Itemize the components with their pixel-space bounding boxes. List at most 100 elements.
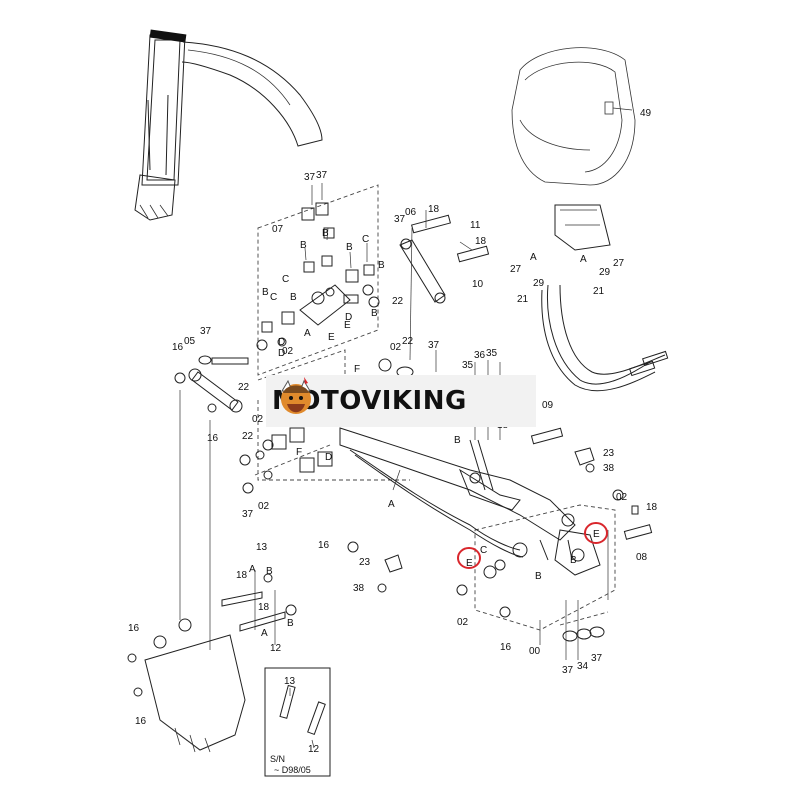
part-callout-label: 16 <box>128 623 140 634</box>
part-callout-label: B <box>322 228 329 239</box>
part-callout-label: 22 <box>392 296 404 307</box>
part-callout-label: 22 <box>242 431 254 442</box>
part-callout-label: B <box>454 435 461 446</box>
part-callout-label: 09 <box>542 400 554 411</box>
part-callout-label: D <box>325 452 332 463</box>
part-callout-label: C <box>270 292 277 303</box>
bucket-linkage <box>339 427 601 579</box>
left-links-and-pins <box>174 355 333 650</box>
part-callout-label: B <box>287 618 294 629</box>
highlight-marker <box>457 547 481 569</box>
part-callout-label: 00 <box>529 646 541 657</box>
part-callout-label: A <box>261 628 268 639</box>
part-callout-label: D <box>345 312 352 323</box>
part-callout-label: 38 <box>603 463 615 474</box>
part-callout-label: A <box>580 254 587 265</box>
part-callout-label: 06 <box>405 207 417 218</box>
part-callout-label: 37 <box>591 653 603 664</box>
part-callout-label: 37 <box>562 665 574 676</box>
part-callout-label: 22 <box>238 382 250 393</box>
part-callout-label: B <box>570 555 577 566</box>
part-callout-label: 49 <box>640 108 652 119</box>
part-callout-label: 38 <box>353 583 365 594</box>
part-callout-label: C <box>282 274 289 285</box>
part-callout-label: 37 <box>242 509 254 520</box>
part-callout-label: 02 <box>616 492 628 503</box>
part-callout-label: 10 <box>472 279 484 290</box>
part-callout-label: 37 <box>428 340 440 351</box>
part-callout-label: 13 <box>256 542 268 553</box>
arm-assembly <box>134 29 323 221</box>
part-callout-label: D <box>278 337 285 348</box>
part-callout-label: B <box>266 566 273 577</box>
cab-assembly <box>511 47 636 186</box>
part-callout-label: 35 <box>462 360 474 371</box>
part-callout-label: B <box>535 571 542 582</box>
part-callout-label: 08 <box>636 552 648 563</box>
inset-serial-range: ~ D98/05 <box>274 765 311 775</box>
part-callout-label: 18 <box>475 236 487 247</box>
part-callout-label: 02 <box>258 501 270 512</box>
part-callout-label: 11 <box>470 220 481 231</box>
part-callout-label: 35 <box>486 348 498 359</box>
part-callout-label: B <box>262 287 269 298</box>
assembly-outlines <box>254 184 616 631</box>
part-callout-label: 37 <box>394 214 406 225</box>
inset-label: 12 <box>308 744 320 755</box>
part-callout-label: 36 <box>474 350 486 361</box>
part-callout-label: A <box>304 328 311 339</box>
part-callout-label: 37 <box>304 172 316 183</box>
part-callout-label: 02 <box>390 342 402 353</box>
part-callout-label: C <box>362 234 369 245</box>
part-callout-label: 34 <box>577 661 589 672</box>
part-callout-label: 16 <box>500 642 512 653</box>
inset-serial: S/N <box>270 754 285 764</box>
part-callout-label: A <box>530 252 537 263</box>
part-callout-label: E <box>344 320 351 331</box>
part-callout-label: 12 <box>270 643 282 654</box>
part-callout-label: 16 <box>135 716 147 727</box>
part-callout-label: E <box>328 332 335 343</box>
part-callout-label: F <box>354 364 360 375</box>
part-callout-label: B <box>371 308 378 319</box>
brand-banner: MOTOVIKING <box>266 375 536 427</box>
part-callout-label: 29 <box>599 267 611 278</box>
part-callout-label: 02 <box>457 617 469 628</box>
bucket <box>127 573 297 753</box>
part-callout-label: 21 <box>517 294 529 305</box>
part-callout-label: 18 <box>258 602 270 613</box>
part-callout-label: E <box>466 558 473 569</box>
part-callout-label: 21 <box>593 286 605 297</box>
part-callout-label: 29 <box>533 278 545 289</box>
part-callout-label: F <box>296 447 302 458</box>
part-callout-label: 02 <box>282 346 294 357</box>
part-callout-label: 18 <box>236 570 248 581</box>
part-callout-label: 05 <box>184 336 196 347</box>
part-callout-label: 23 <box>359 557 371 568</box>
inset-label: 13 <box>284 676 296 687</box>
upper-assembly-parts <box>256 202 490 378</box>
part-callout-label: 22 <box>402 336 414 347</box>
part-callout-label: D <box>278 348 285 359</box>
part-callout-label: 37 <box>200 326 212 337</box>
part-callout-label: 16 <box>172 342 184 353</box>
part-callout-label: A <box>249 564 256 575</box>
hydraulic-hoses <box>541 204 669 392</box>
part-callout-label: C <box>480 545 487 556</box>
part-callout-label: B <box>300 240 307 251</box>
part-callout-label: 37 <box>316 170 328 181</box>
right-side-parts <box>347 427 653 642</box>
part-callout-label: B <box>346 242 353 253</box>
part-callout-label: A <box>388 499 395 510</box>
highlight-marker <box>584 522 608 544</box>
part-callout-label: 27 <box>613 258 625 269</box>
part-callout-label: 18 <box>646 502 658 513</box>
part-callout-label: 07 <box>272 224 284 235</box>
part-callout-label: B <box>378 260 385 271</box>
part-callout-label: E <box>593 529 600 540</box>
viking-mascot-icon <box>281 377 311 414</box>
part-callout-label: 02 <box>252 414 264 425</box>
